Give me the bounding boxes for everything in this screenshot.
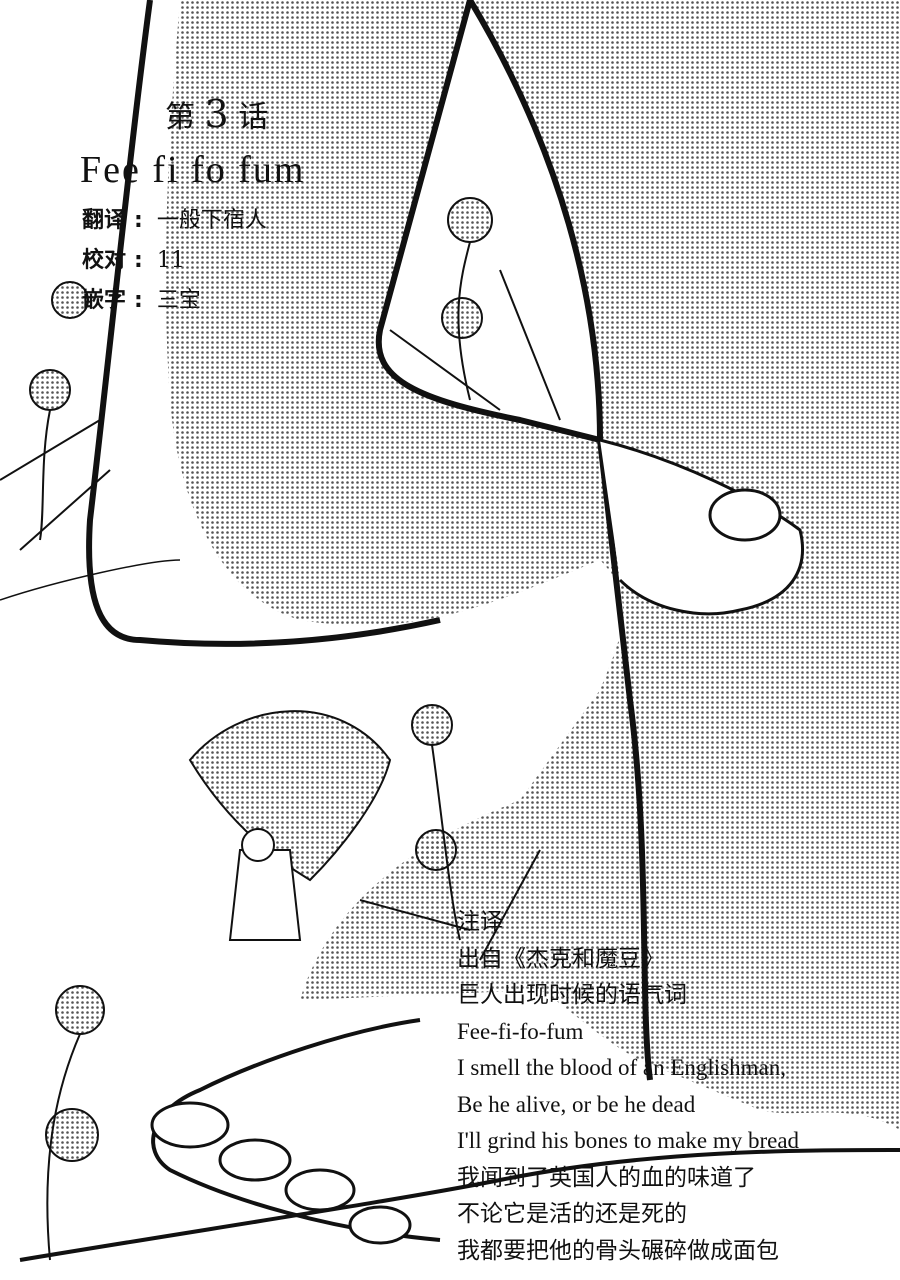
credit-typesetting: 嵌字 : 三宝 xyxy=(82,286,267,316)
credit-colon: : xyxy=(134,288,143,313)
credit-translation: 翻译 : 一般下宿人 xyxy=(82,206,267,236)
note-line: I smell the blood of an Englishman, xyxy=(457,1055,786,1080)
credit-role: 翻译 xyxy=(82,208,127,233)
credit-name: 一般下宿人 xyxy=(156,208,267,233)
credits: 翻译 : 一般下宿人 校对 : 11 嵌字 : 三宝 xyxy=(82,206,267,316)
note-line: 巨人出现时候的语气词 xyxy=(457,982,687,1007)
note-line: Fee-fi-fo-fum xyxy=(457,1018,584,1044)
chapter-number: 3 xyxy=(204,92,229,136)
translator-notes: 注译 出自《杰克和魔豆》 巨人出现时候的语气词 Fee-fi-fo-fum I … xyxy=(457,904,799,1269)
note-line: 我都要把他的骨头碾碎做成面包 xyxy=(457,1237,779,1263)
chapter-title: Fee fi fo fum xyxy=(80,149,306,191)
credit-name: 三宝 xyxy=(156,288,201,313)
note-line: I'll grind his bones to make my bread xyxy=(457,1128,800,1153)
note-line: Be he alive, or be he dead xyxy=(457,1091,696,1117)
credit-role: 嵌字 xyxy=(82,288,127,313)
leg-screentone xyxy=(165,0,900,1130)
note-line: 我闻到了英国人的血的味道了 xyxy=(457,1164,756,1190)
note-line: 不论它是活的还是死的 xyxy=(457,1201,687,1226)
child-with-umbrella xyxy=(188,710,392,941)
notes-heading: 注译 xyxy=(457,909,503,934)
credit-name: 11 xyxy=(156,248,185,273)
chapter-heading: 第 3 话 xyxy=(165,92,268,140)
chapter-suffix: 话 xyxy=(238,100,269,135)
credit-proofreading: 校对 : 11 xyxy=(82,246,267,276)
credit-colon: : xyxy=(134,208,143,233)
credit-role: 校对 xyxy=(82,248,127,273)
credit-colon: : xyxy=(134,248,143,273)
note-line: 出自《杰克和魔豆》 xyxy=(457,945,664,971)
chapter-prefix: 第 xyxy=(165,100,195,135)
